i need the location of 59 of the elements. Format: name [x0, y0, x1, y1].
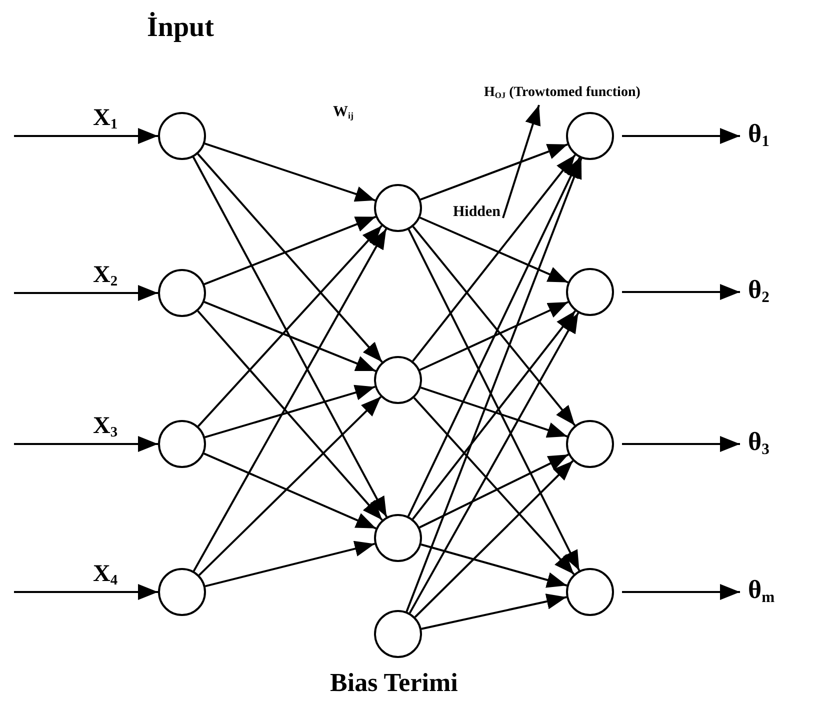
arrow — [192, 228, 388, 572]
arrow — [412, 154, 576, 362]
neuron-circle — [158, 568, 206, 616]
neuron-circle — [566, 568, 614, 616]
arrow — [408, 312, 580, 614]
arrow — [622, 284, 740, 300]
arrow — [420, 544, 568, 588]
arrow — [14, 128, 158, 144]
arrow — [204, 452, 376, 530]
arrow — [198, 396, 382, 576]
arrow — [197, 225, 383, 427]
node-label: θ$_{1}$ — [748, 121, 770, 150]
arrow — [204, 142, 376, 202]
arrow — [412, 226, 576, 426]
arrow — [204, 384, 376, 438]
neuron-circle — [566, 268, 614, 316]
arrow — [622, 436, 740, 452]
arrow — [420, 216, 568, 284]
neuron-circle — [158, 112, 206, 160]
arrow — [192, 156, 388, 518]
neuron-circle — [374, 356, 422, 404]
arrow — [414, 460, 574, 618]
arrow — [412, 310, 576, 520]
arrow — [420, 143, 568, 201]
node-label: θ$_{m}$ — [748, 577, 775, 606]
arrow — [14, 436, 158, 452]
neuron-circle — [374, 610, 422, 658]
node-label: θ$_{2}$ — [748, 277, 770, 306]
neuron-circle — [374, 514, 422, 562]
arrow — [205, 540, 375, 588]
arrow — [419, 301, 569, 371]
arrow — [204, 216, 376, 286]
arrow — [407, 157, 581, 517]
arrow — [14, 285, 158, 301]
neuron-circle — [158, 269, 206, 317]
arrow — [406, 158, 582, 612]
column-heading: İnput — [147, 14, 214, 42]
neuron-circle — [158, 420, 206, 468]
arrow — [14, 584, 158, 600]
node-label: Hidden — [453, 205, 501, 220]
arrow — [413, 397, 575, 575]
arrow — [502, 104, 541, 218]
arrow — [421, 594, 567, 630]
weight-label: W$_{ij}$ — [333, 105, 354, 120]
caption-text: Bias Terimi — [330, 670, 458, 696]
arrow — [408, 229, 580, 571]
neuron-circle — [566, 112, 614, 160]
node-label: H$_{OJ}$ (Trowtomed function) — [484, 86, 640, 100]
edge-label: X$_{3}$ — [92, 414, 119, 440]
arrow — [419, 454, 569, 528]
arrow — [197, 153, 383, 363]
node-label: θ$_{3}$ — [748, 429, 770, 458]
arrow — [622, 128, 740, 144]
neuron-circle — [374, 184, 422, 232]
arrow — [622, 584, 740, 600]
arrow — [204, 301, 376, 372]
arrow — [420, 386, 568, 438]
arrow — [197, 310, 383, 521]
neuron-circle — [566, 420, 614, 468]
